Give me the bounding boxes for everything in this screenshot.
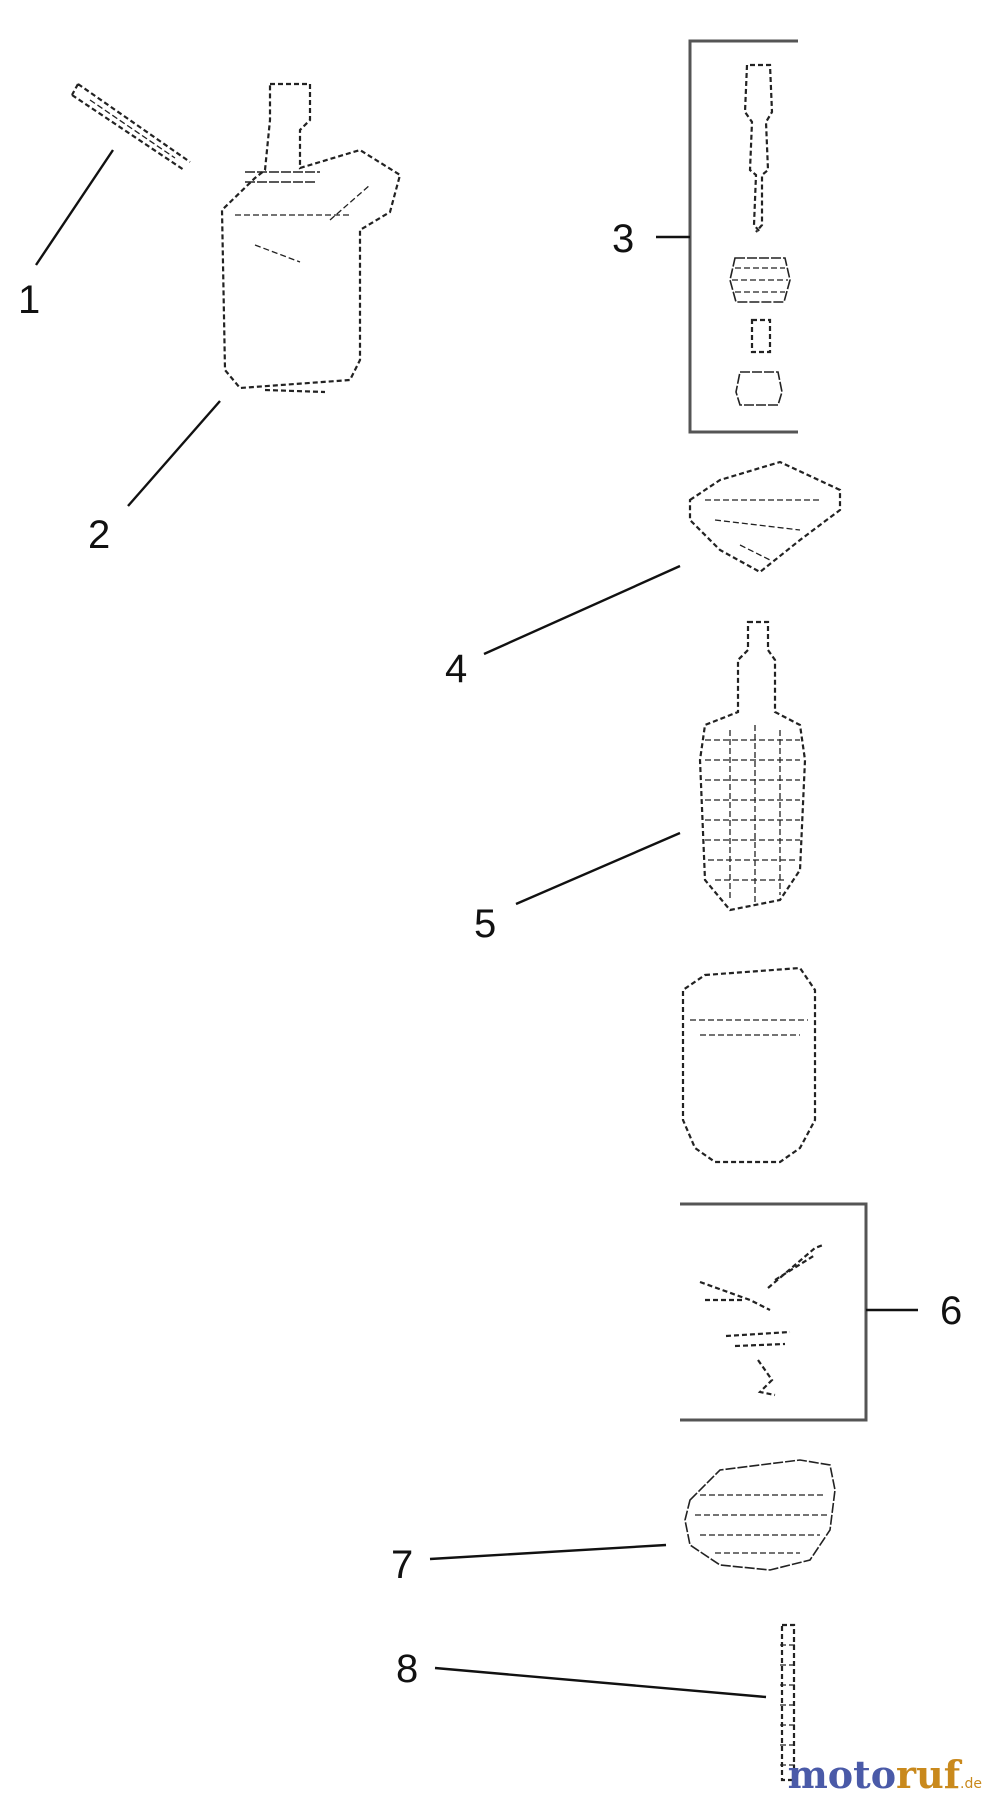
callout-2: 2	[88, 513, 110, 557]
part-bowl	[681, 966, 817, 1164]
callout-7: 7	[391, 1543, 413, 1587]
part-8-screw	[780, 1623, 796, 1782]
leader-8	[434, 1666, 767, 1699]
callout-3: 3	[612, 217, 634, 261]
leader-4	[483, 564, 681, 656]
leader-5	[515, 831, 681, 906]
part-3-pin-assembly	[729, 63, 791, 406]
bracket-6	[680, 1202, 868, 1422]
part-2-housing	[220, 82, 402, 394]
leader-2	[127, 400, 221, 507]
callout-5: 5	[474, 902, 496, 946]
leader-1	[35, 149, 114, 266]
bracket-3	[688, 39, 798, 434]
callout-8: 8	[396, 1647, 418, 1691]
leader-7	[429, 1543, 667, 1561]
callout-1: 1	[18, 278, 40, 322]
part-4-cap	[688, 460, 842, 574]
part-6-clips	[699, 1243, 824, 1397]
watermark-suffix: .de	[960, 1776, 982, 1792]
part-1-rod	[71, 83, 191, 171]
watermark-part2: ruf	[896, 1752, 963, 1797]
watermark-part1: moto	[788, 1752, 896, 1797]
part-7-seal	[684, 1459, 836, 1571]
watermark-logo: motoruf.de	[788, 1752, 982, 1797]
callout-6: 6	[940, 1289, 962, 1333]
svg-text:motoruf.de: motoruf.de	[788, 1752, 982, 1797]
callout-4: 4	[445, 647, 467, 691]
part-5-filter-element	[698, 620, 807, 912]
